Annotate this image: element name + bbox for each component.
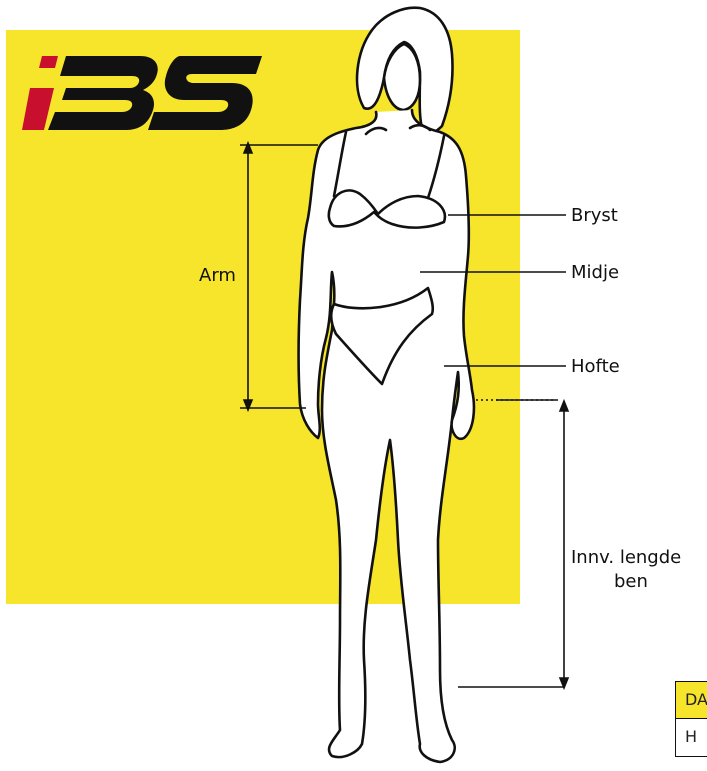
- inseam-arrow-up: [560, 401, 568, 411]
- size-table-row: H: [675, 719, 707, 757]
- hofte-label: Hofte: [571, 358, 620, 376]
- inseam-label: Innv. lengde ben: [571, 549, 707, 591]
- bryst-label: Bryst: [571, 207, 618, 225]
- inseam-label-line1: Innv. lengde: [571, 549, 707, 567]
- size-table-row: DA: [675, 681, 707, 719]
- midje-label: Midje: [571, 264, 619, 282]
- size-table-partial: DA H: [675, 681, 707, 771]
- inseam-label-line2: ben: [571, 573, 707, 591]
- arm-label: Arm: [199, 267, 236, 285]
